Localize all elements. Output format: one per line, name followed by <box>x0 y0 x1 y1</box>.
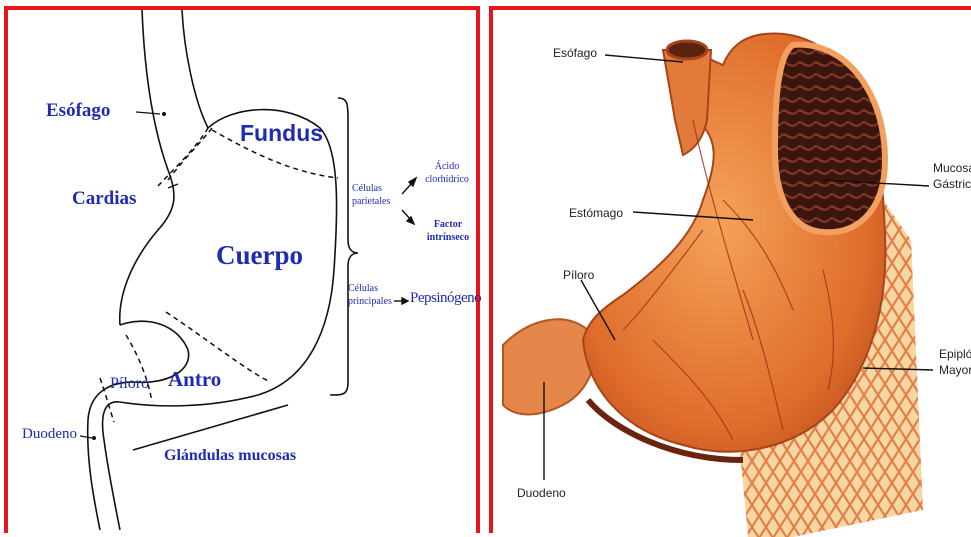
gastric-mucosa-cutaway <box>775 45 885 233</box>
label-piloro: Píloro <box>110 375 149 393</box>
right-illustration-panel: Esófago Estómago Píloro Duodeno Mucosa G… <box>489 6 971 533</box>
esophagus-tube <box>663 50 711 155</box>
label-antro: Antro <box>168 367 221 392</box>
glands-bracket <box>133 405 288 450</box>
cardias-divider-2 <box>168 128 212 180</box>
label-cuerpo: Cuerpo <box>216 240 303 271</box>
cell-brace <box>330 98 358 395</box>
label-duodeno: Duodeno <box>517 486 566 500</box>
label-epiplon-mayor: Epiplón Mayor <box>939 346 971 378</box>
esophagus-inner-outline <box>182 10 208 128</box>
label-esofago: Esófago <box>553 46 597 60</box>
esofago-pointer <box>136 112 160 114</box>
left-diagram-panel: Esófago Fundus Cardias Cuerpo Píloro Ant… <box>4 6 480 533</box>
label-estomago: Estómago <box>569 206 623 220</box>
duodeno-pointer <box>80 436 92 438</box>
label-fundus: Fundus <box>240 120 323 147</box>
esophagus-outline <box>120 10 174 325</box>
greater-curvature <box>103 110 337 530</box>
cardias-divider-1 <box>158 128 208 186</box>
duodenum-shape <box>503 319 595 414</box>
label-celulas-principales: Células principales <box>348 282 394 308</box>
esophagus-opening <box>667 41 707 59</box>
label-acido-clorhidrico: Ácido clorhídrico <box>416 160 478 186</box>
label-glandulas-mucosas: Glándulas mucosas <box>164 447 296 465</box>
label-factor-intrinseco: Factor intrínseco <box>418 218 478 244</box>
label-esofago: Esófago <box>46 100 110 122</box>
label-piloro: Píloro <box>563 268 594 282</box>
label-celulas-parietales: Células parietales <box>352 182 410 208</box>
label-mucosa-gastrica: Mucosa Gástrica <box>933 160 971 192</box>
label-pepsinogeno: Pepsinógeno <box>410 290 481 307</box>
label-duodeno: Duodeno <box>22 426 77 443</box>
label-cardias: Cardias <box>72 188 136 210</box>
